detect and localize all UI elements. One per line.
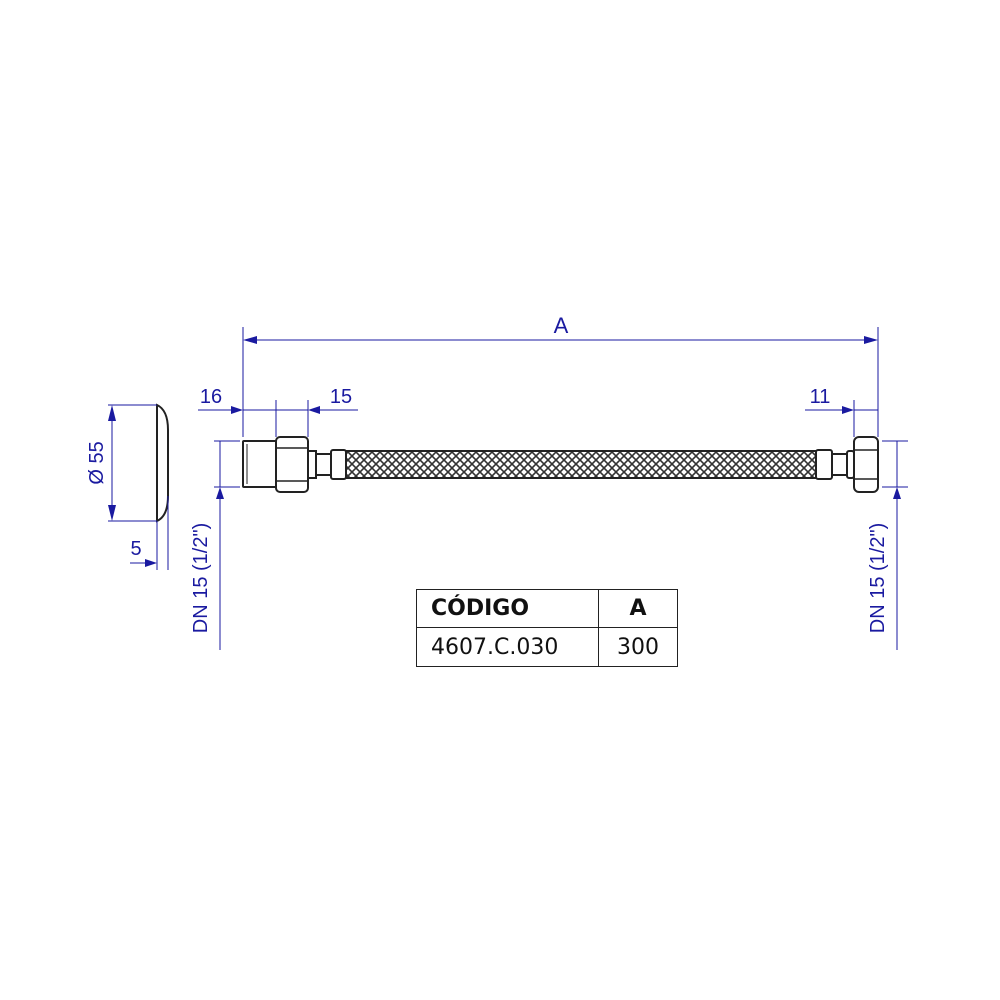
specification-table: CÓDIGO A 4607.C.030 300	[416, 589, 678, 667]
table-header-row: CÓDIGO A	[416, 589, 678, 628]
right-hex-nut	[853, 436, 879, 493]
left-threaded-end	[242, 440, 277, 488]
overall-length-dimension	[242, 327, 879, 437]
left-nut-length-label: 15	[330, 386, 352, 408]
header-codigo: CÓDIGO	[416, 589, 599, 628]
left-hex-nut	[275, 436, 309, 493]
table-row: 4607.C.030 300	[416, 627, 678, 667]
escutcheon-diameter-dimension	[108, 404, 157, 522]
left-connection-dimension	[214, 440, 240, 650]
braided-hose	[345, 450, 817, 479]
escutcheon-thickness-label: 5	[130, 538, 141, 560]
escutcheon-plate	[156, 403, 169, 523]
left-connection-label: DN 15 (1/2")	[190, 523, 212, 633]
escutcheon-diameter-label: Ø 55	[86, 441, 108, 484]
overall-length-label: A	[554, 313, 569, 338]
right-nut-length-label: 11	[810, 386, 831, 408]
header-a: A	[598, 589, 678, 628]
escutcheon-thickness-dimension	[130, 496, 169, 570]
flexible-hose	[242, 436, 879, 493]
left-thread-length-label: 16	[200, 386, 222, 408]
left-fitting-dimensions	[198, 400, 358, 437]
right-fitting-dimension	[805, 400, 878, 437]
cell-codigo: 4607.C.030	[416, 627, 599, 667]
right-connection-label: DN 15 (1/2")	[867, 523, 889, 633]
cell-a: 300	[598, 627, 678, 667]
right-connection-dimension	[882, 440, 908, 650]
